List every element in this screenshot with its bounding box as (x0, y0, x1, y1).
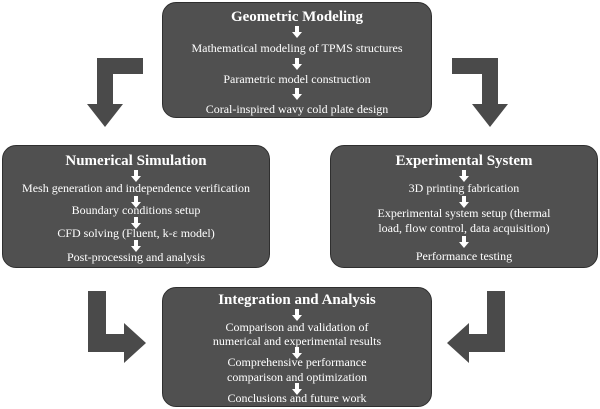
down-arrow-icon (459, 236, 469, 248)
down-arrow-icon (459, 170, 469, 182)
numerical-item-2: Boundary conditions setup (71, 203, 201, 217)
down-arrow-icon (131, 217, 141, 229)
down-arrow-icon (292, 88, 302, 100)
numerical-item-1: Mesh generation and independence verific… (22, 181, 250, 195)
experimental-item-4: Performance testing (415, 249, 513, 263)
numerical-simulation-box: Numerical Simulation Mesh generation and… (2, 145, 270, 268)
numerical-simulation-title: Numerical Simulation (65, 153, 207, 169)
down-arrow-icon (292, 347, 302, 359)
integration-item-4: comparison and optimization (227, 370, 367, 384)
connector-bottom-right-icon (447, 291, 505, 363)
down-arrow-icon (131, 240, 141, 252)
numerical-item-4: Post-processing and analysis (67, 250, 205, 264)
experimental-system-title: Experimental System (395, 153, 533, 169)
connector-top-right-icon (452, 58, 508, 127)
connector-bottom-left-icon (88, 291, 146, 363)
integration-item-3: Comprehensive performance (227, 355, 367, 369)
down-arrow-icon (131, 196, 141, 208)
geometric-modeling-title: Geometric Modeling (230, 9, 364, 25)
geometric-item-1: Mathematical modeling of TPMS structures (191, 41, 403, 55)
integration-analysis-box: Integration and Analysis Comparison and … (162, 287, 432, 407)
geometric-item-3: Coral-inspired wavy cold plate design (205, 102, 389, 116)
integration-item-5: Conclusions and future work (227, 391, 367, 405)
down-arrow-icon (459, 196, 469, 208)
down-arrow-icon (292, 26, 302, 38)
connector-top-left-icon (87, 58, 143, 127)
integration-analysis-title: Integration and Analysis (218, 292, 376, 308)
down-arrow-icon (292, 383, 302, 395)
experimental-item-3: load, flow control, data acquisition) (378, 221, 550, 235)
down-arrow-icon (292, 309, 302, 321)
geometric-item-2: Parametric model construction (223, 72, 371, 86)
down-arrow-icon (292, 58, 302, 70)
integration-item-1: Comparison and validation of (225, 320, 369, 334)
experimental-item-2: Experimental system setup (thermal (377, 206, 551, 220)
integration-item-2: numerical and experimental results (212, 334, 382, 348)
experimental-item-1: 3D printing fabrication (408, 181, 520, 195)
geometric-modeling-box: Geometric Modeling Mathematical modeling… (162, 2, 432, 118)
down-arrow-icon (131, 170, 141, 182)
experimental-system-box: Experimental System 3D printing fabricat… (330, 145, 598, 268)
numerical-item-3: CFD solving (Fluent, k-ε model) (57, 226, 215, 240)
